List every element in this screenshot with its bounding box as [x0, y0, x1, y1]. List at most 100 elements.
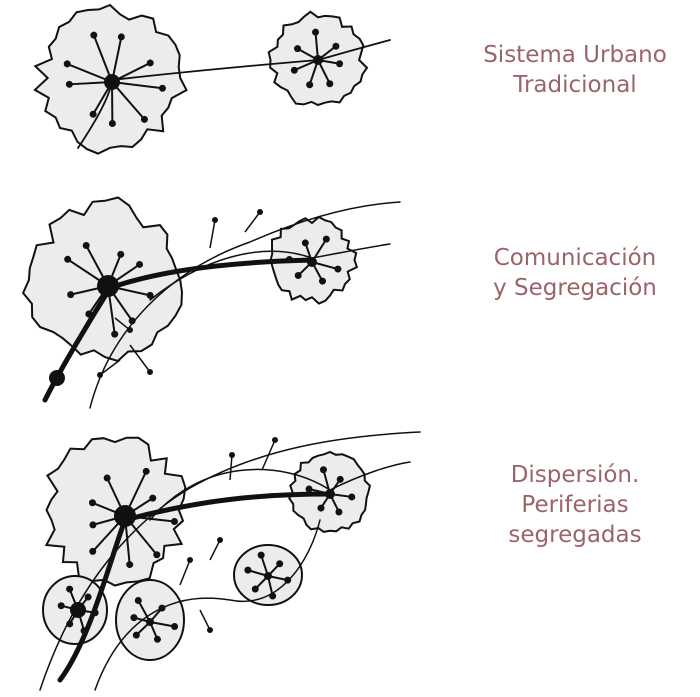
caption-communication-segregation: Comunicación y Segregación [460, 243, 690, 303]
radial-link [317, 59, 331, 85]
local-node [130, 614, 138, 622]
local-node [108, 119, 116, 127]
radial-link [317, 45, 337, 61]
caption-line: segregadas [508, 522, 642, 548]
local-node [66, 620, 74, 628]
local-node [284, 576, 292, 584]
road-spur [209, 219, 216, 249]
local-node [89, 521, 97, 529]
radial-link [124, 515, 175, 523]
road-spur [179, 559, 191, 586]
local-node [128, 317, 136, 325]
local-node [257, 551, 265, 559]
radial-link [66, 62, 113, 83]
local-node [149, 494, 157, 502]
road-spur [244, 211, 261, 233]
radial-link [260, 554, 269, 577]
local-node [82, 241, 90, 249]
local-node [305, 485, 313, 493]
local-node [153, 635, 161, 643]
local-node [57, 602, 65, 610]
local-node [66, 585, 74, 593]
local-node [348, 493, 356, 501]
local-node [91, 609, 99, 617]
local-node [257, 209, 263, 215]
local-node [285, 255, 293, 263]
road-spur [199, 609, 211, 631]
local-node [88, 499, 96, 507]
radial-link [289, 258, 313, 263]
local-node [322, 235, 330, 243]
road-spur [114, 317, 131, 331]
radial-link [293, 59, 319, 72]
local-node [84, 593, 92, 601]
caption-dispersion-segregated-peripheries: Dispersión. Periferias segregadas [460, 460, 690, 550]
local-node [67, 291, 75, 299]
local-node [294, 45, 302, 53]
radial-link [111, 36, 123, 83]
local-node [117, 250, 125, 258]
caption-line: y Segregación [493, 275, 657, 301]
local-node [294, 272, 302, 280]
local-node [147, 369, 153, 375]
local-node [132, 631, 140, 639]
radial-link [107, 254, 122, 287]
local-node [312, 28, 320, 36]
local-node [317, 504, 325, 512]
radial-link [149, 621, 175, 628]
local-node [319, 466, 327, 474]
caption-line: Tradicional [513, 72, 637, 98]
caption-traditional-urban-system: Sistema Urbano Tradicional [460, 40, 690, 100]
local-node [158, 84, 166, 92]
radial-link [92, 515, 126, 553]
radial-link [85, 244, 109, 287]
caption-line: Sistema Urbano [483, 42, 667, 68]
radial-link [314, 32, 319, 61]
local-node [89, 110, 97, 118]
road-spur [129, 344, 151, 373]
road-spur [209, 539, 221, 561]
caption-line: Comunicación [493, 245, 657, 271]
radial-link [106, 477, 126, 517]
local-node [318, 277, 326, 285]
caption-line: Dispersión. [510, 462, 640, 488]
road [77, 39, 391, 149]
local-node [90, 31, 98, 39]
local-node [269, 592, 277, 600]
radial-link [311, 261, 339, 271]
local-node [207, 627, 213, 633]
local-node [332, 42, 340, 50]
local-node [336, 475, 344, 483]
road [94, 519, 321, 691]
radial-link [308, 488, 331, 495]
panel-traditional [33, 3, 391, 155]
radial-link [77, 609, 86, 632]
radial-link [67, 258, 109, 287]
road-spur [261, 439, 276, 471]
local-node [171, 623, 179, 631]
radial-link [111, 62, 151, 83]
road-spur [229, 454, 233, 481]
local-node [134, 597, 142, 605]
road [149, 461, 411, 521]
local-node [63, 60, 71, 68]
radial-link [311, 261, 324, 282]
local-node [64, 255, 72, 263]
radial-link [88, 285, 109, 315]
local-node [140, 115, 148, 123]
radial-link [92, 515, 126, 526]
local-node [65, 80, 73, 88]
radial-link [317, 59, 340, 65]
local-node [251, 585, 259, 593]
local-node [111, 330, 119, 338]
local-node [126, 561, 134, 569]
radial-link [311, 238, 328, 263]
radial-link [92, 81, 113, 115]
local-node [326, 80, 334, 88]
local-node [229, 452, 235, 458]
local-node [142, 467, 150, 475]
local-node [158, 604, 166, 612]
local-node [127, 327, 133, 333]
radial-link [92, 501, 126, 517]
local-node [153, 551, 161, 559]
